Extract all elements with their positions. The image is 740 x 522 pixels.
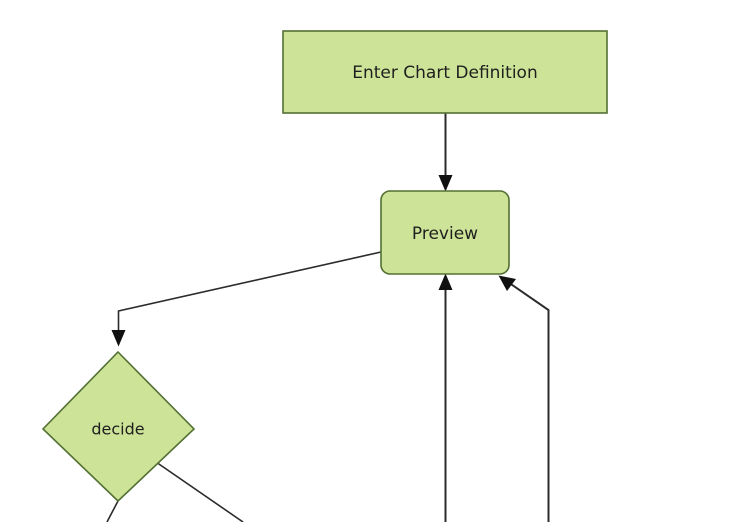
edge-decide-out-right[interactable] <box>155 461 244 522</box>
node-decide[interactable]: decide <box>41 350 196 503</box>
arrow-head-icon <box>438 273 453 290</box>
arrow-head-icon <box>111 330 126 347</box>
node-shape-rectangle <box>282 30 608 114</box>
edge-preview-to-decide[interactable] <box>111 251 382 347</box>
edge-enter-to-preview[interactable] <box>438 113 453 192</box>
node-enter-chart-definition[interactable]: Enter Chart Definition <box>282 30 608 114</box>
edge-line <box>155 461 244 522</box>
node-label-preview: Preview <box>412 224 478 244</box>
arrow-head-icon <box>438 175 453 192</box>
edge-return-center[interactable] <box>438 273 453 522</box>
arrow-head-icon <box>498 275 516 291</box>
edge-line <box>106 500 119 522</box>
node-preview[interactable]: Preview <box>380 190 510 275</box>
edge-line <box>504 279 550 522</box>
node-shape-rounded-rectangle <box>380 190 510 275</box>
node-label-decide: decide <box>91 420 144 439</box>
edge-decide-out-left[interactable] <box>106 500 119 522</box>
node-label-enter-chart-definition: Enter Chart Definition <box>352 63 537 83</box>
edge-line <box>117 251 382 338</box>
edge-return-right[interactable] <box>498 275 550 522</box>
node-shape-diamond <box>41 350 196 503</box>
